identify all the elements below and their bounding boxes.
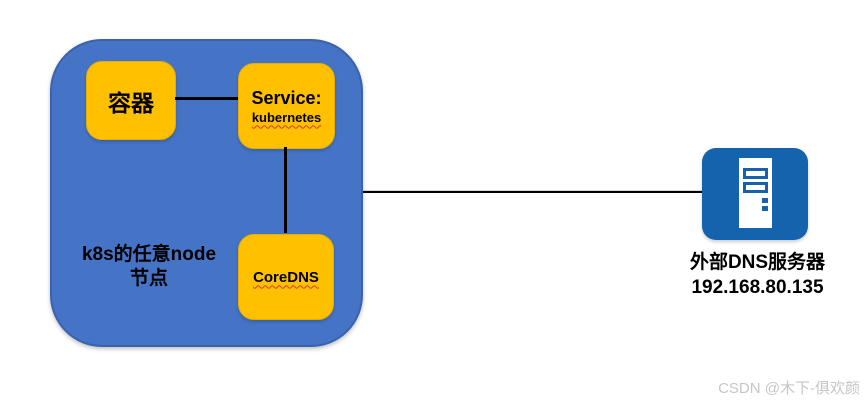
k8s-node-label: k8s的任意node 节点 [81, 244, 217, 289]
server-drive-bay [743, 182, 768, 193]
server-led [762, 206, 768, 211]
container-box: 容器 [86, 61, 176, 140]
container-label: 容器 [108, 89, 154, 116]
coredns-box: CoreDNS [238, 234, 334, 320]
connector-node-to-external-dns [363, 191, 702, 193]
external-dns-label: 外部DNS服务器 [689, 252, 826, 273]
watermark: CSDN @木下-俱欢颜 [718, 380, 860, 397]
server-icon [702, 148, 808, 240]
external-dns-ip: 192.168.80.135 [691, 277, 824, 298]
coredns-label: CoreDNS [253, 268, 319, 286]
service-box: Service: kubernetes [238, 63, 335, 149]
server-tower-shape [739, 158, 772, 228]
server-led [762, 198, 768, 203]
server-drive-bay [743, 168, 768, 179]
connector-service-to-coredns [284, 147, 287, 233]
external-dns-caption: 外部DNS服务器 192.168.80.135 [655, 250, 860, 300]
k8s-node-box: 容器 Service: kubernetes CoreDNS k8s的任意nod… [50, 39, 363, 347]
service-label: Service: [251, 87, 322, 108]
service-sublabel: kubernetes [251, 109, 322, 125]
connector-container-to-service [175, 97, 238, 100]
